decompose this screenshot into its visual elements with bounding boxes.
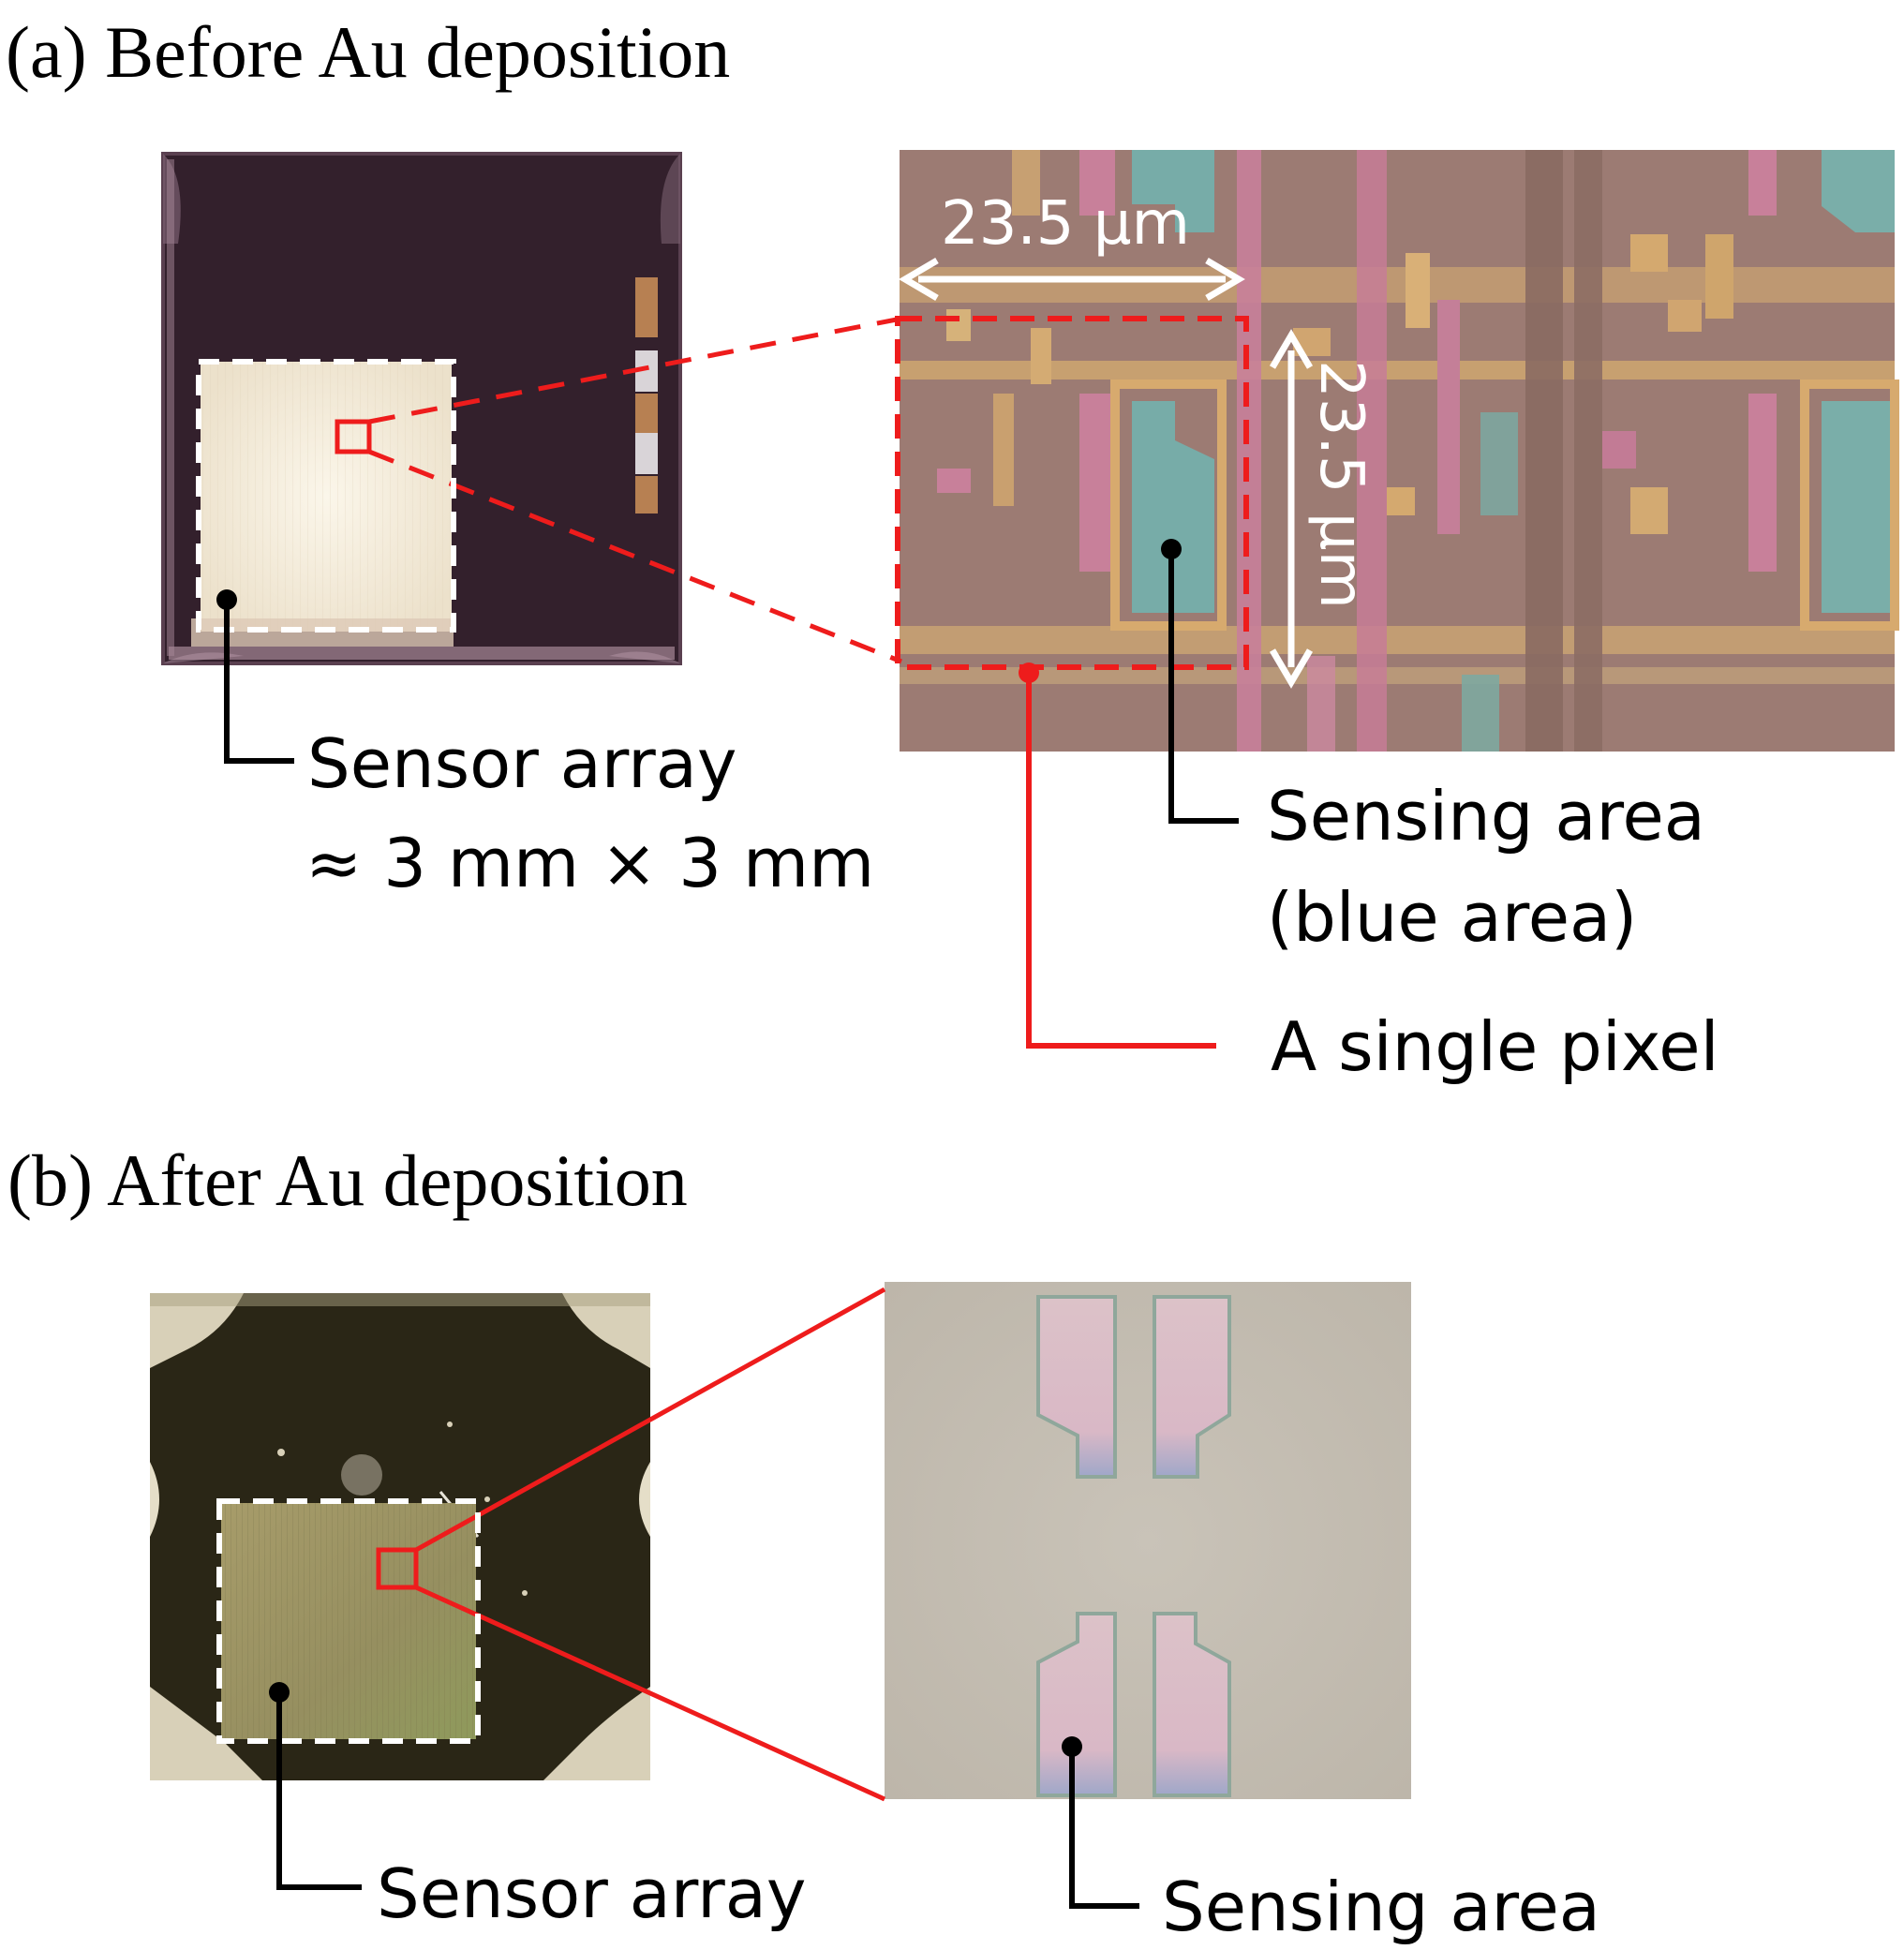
sensor-array-box-a (196, 359, 456, 633)
sensing-area-label-a: Sensing area (1267, 777, 1705, 856)
callout-sensing-area-b (1062, 1736, 1139, 1909)
pixel-micrograph-b (885, 1282, 1411, 1799)
pixel-marker-b (376, 1547, 419, 1590)
callout-single-pixel (1019, 662, 1216, 1049)
callout-sensor-array-b (269, 1682, 362, 1890)
dimension-label-vertical: 23.5 μm (1306, 360, 1376, 609)
sensing-area-note-a: (blue area) (1267, 878, 1637, 957)
callout-sensing-area-a (1161, 539, 1239, 824)
zoom-line-b-bottom (414, 1585, 886, 1802)
single-pixel-box (895, 316, 1249, 670)
callout-sensor-array-a (216, 589, 294, 764)
pixel-marker-a (335, 419, 372, 454)
zoom-line-a-top (368, 316, 902, 424)
dimension-label-horizontal: 23.5 μm (941, 189, 1190, 259)
dimension-arrow-horizontal (899, 257, 1245, 302)
panel-b-title: (b) After Au deposition (7, 1139, 688, 1221)
dimension-arrow-vertical (1269, 329, 1314, 689)
chip-photo-a (161, 152, 682, 665)
panel-a-title: (a) Before Au deposition (6, 11, 730, 93)
zoom-line-a-bottom (368, 449, 902, 664)
sensor-array-label-b: Sensor array (377, 1854, 806, 1933)
chip-photo-b (150, 1293, 650, 1780)
sensing-area-a (1132, 401, 1214, 613)
sensing-area-b (1036, 1612, 1117, 1797)
pixel-micrograph-a (900, 150, 1899, 752)
zoom-line-b-top (414, 1287, 886, 1553)
single-pixel-label: A single pixel (1271, 1007, 1719, 1086)
sensor-array-label-a: Sensor array (307, 724, 736, 803)
sensing-area-label-b: Sensing area (1162, 1868, 1600, 1946)
sensor-array-size-a: ≈ 3 mm × 3 mm (305, 824, 874, 902)
sensor-array-box-b (216, 1498, 481, 1744)
